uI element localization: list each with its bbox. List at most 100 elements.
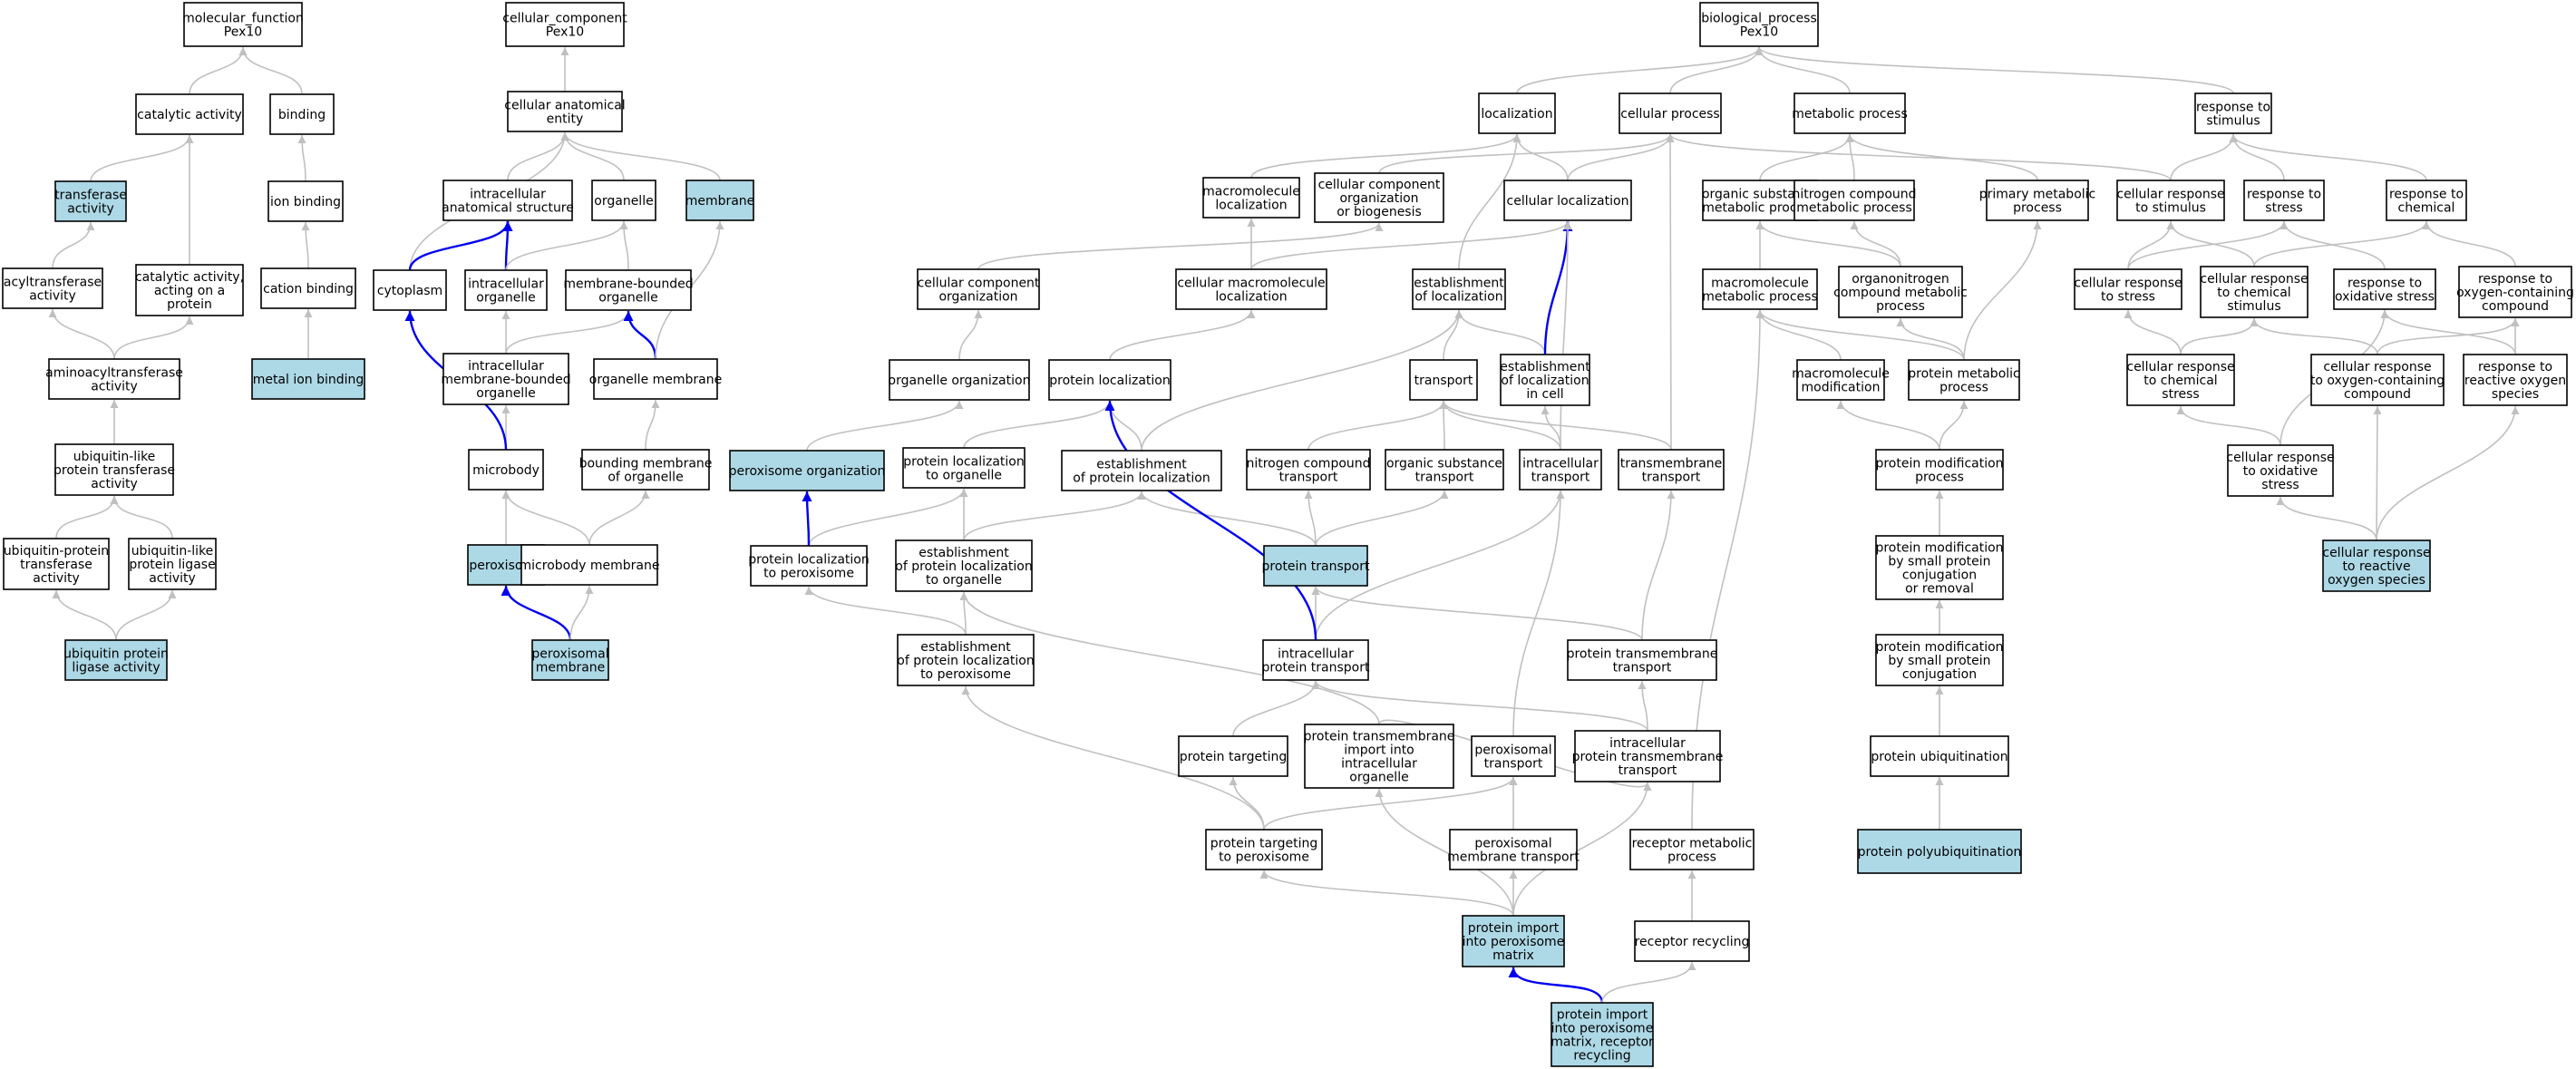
node-label-pltoo: protein localization: [903, 455, 1024, 470]
edge-ipt-to-ict: [1315, 490, 1565, 641]
node-om[interactable]: organelle membrane: [589, 358, 722, 400]
node-cytoplasm[interactable]: cytoplasm: [373, 269, 447, 311]
node-pubiq[interactable]: protein ubiquitination: [1870, 735, 2009, 777]
node-label-localization: localization: [1481, 107, 1552, 121]
node-box-crs: [2116, 180, 2225, 221]
node-organelle[interactable]: organelle: [591, 180, 656, 221]
node-ptarget[interactable]: protein targeting: [1178, 735, 1288, 777]
node-metal_ion[interactable]: metal ion binding: [251, 358, 365, 400]
node-ptrans[interactable]: protein transport: [1262, 545, 1370, 587]
node-ppubiq[interactable]: protein polyubiquitination: [1857, 829, 2022, 874]
node-membrane[interactable]: membrane: [685, 180, 755, 221]
node-transport[interactable]: transport: [1409, 359, 1478, 401]
edge-bmo-to-om: [645, 399, 660, 451]
node-binding[interactable]: binding: [269, 93, 335, 135]
node-ploc[interactable]: protein localization: [1048, 359, 1171, 401]
node-rr[interactable]: receptor recycling: [1634, 920, 1750, 962]
node-microbody[interactable]: microbody: [468, 449, 544, 491]
node-label-pm: peroxisomal: [531, 647, 608, 662]
node-mbm[interactable]: microbody membrane: [520, 544, 660, 586]
node-oo[interactable]: organelle organization: [889, 359, 1031, 401]
node-box-rr: [1634, 920, 1750, 962]
node-cl[interactable]: cellular localization: [1503, 180, 1632, 221]
node-label-cat_act: catalytic activity: [137, 108, 242, 122]
node-cp[interactable]: cellular process: [1619, 92, 1722, 134]
node-localization[interactable]: localization: [1478, 92, 1556, 134]
node-ion_binding[interactable]: ion binding: [267, 180, 344, 222]
node-cat_act[interactable]: catalytic activity: [135, 93, 244, 135]
node-cation_binding[interactable]: cation binding: [260, 267, 356, 309]
node-po[interactable]: peroxisome organization: [729, 450, 886, 491]
node-box-nct: [1246, 449, 1371, 491]
node-box-protmp: [1908, 359, 2020, 401]
edge-ptrans-to-nct: [1304, 490, 1317, 547]
node-mp[interactable]: metabolic process: [1792, 92, 1908, 134]
